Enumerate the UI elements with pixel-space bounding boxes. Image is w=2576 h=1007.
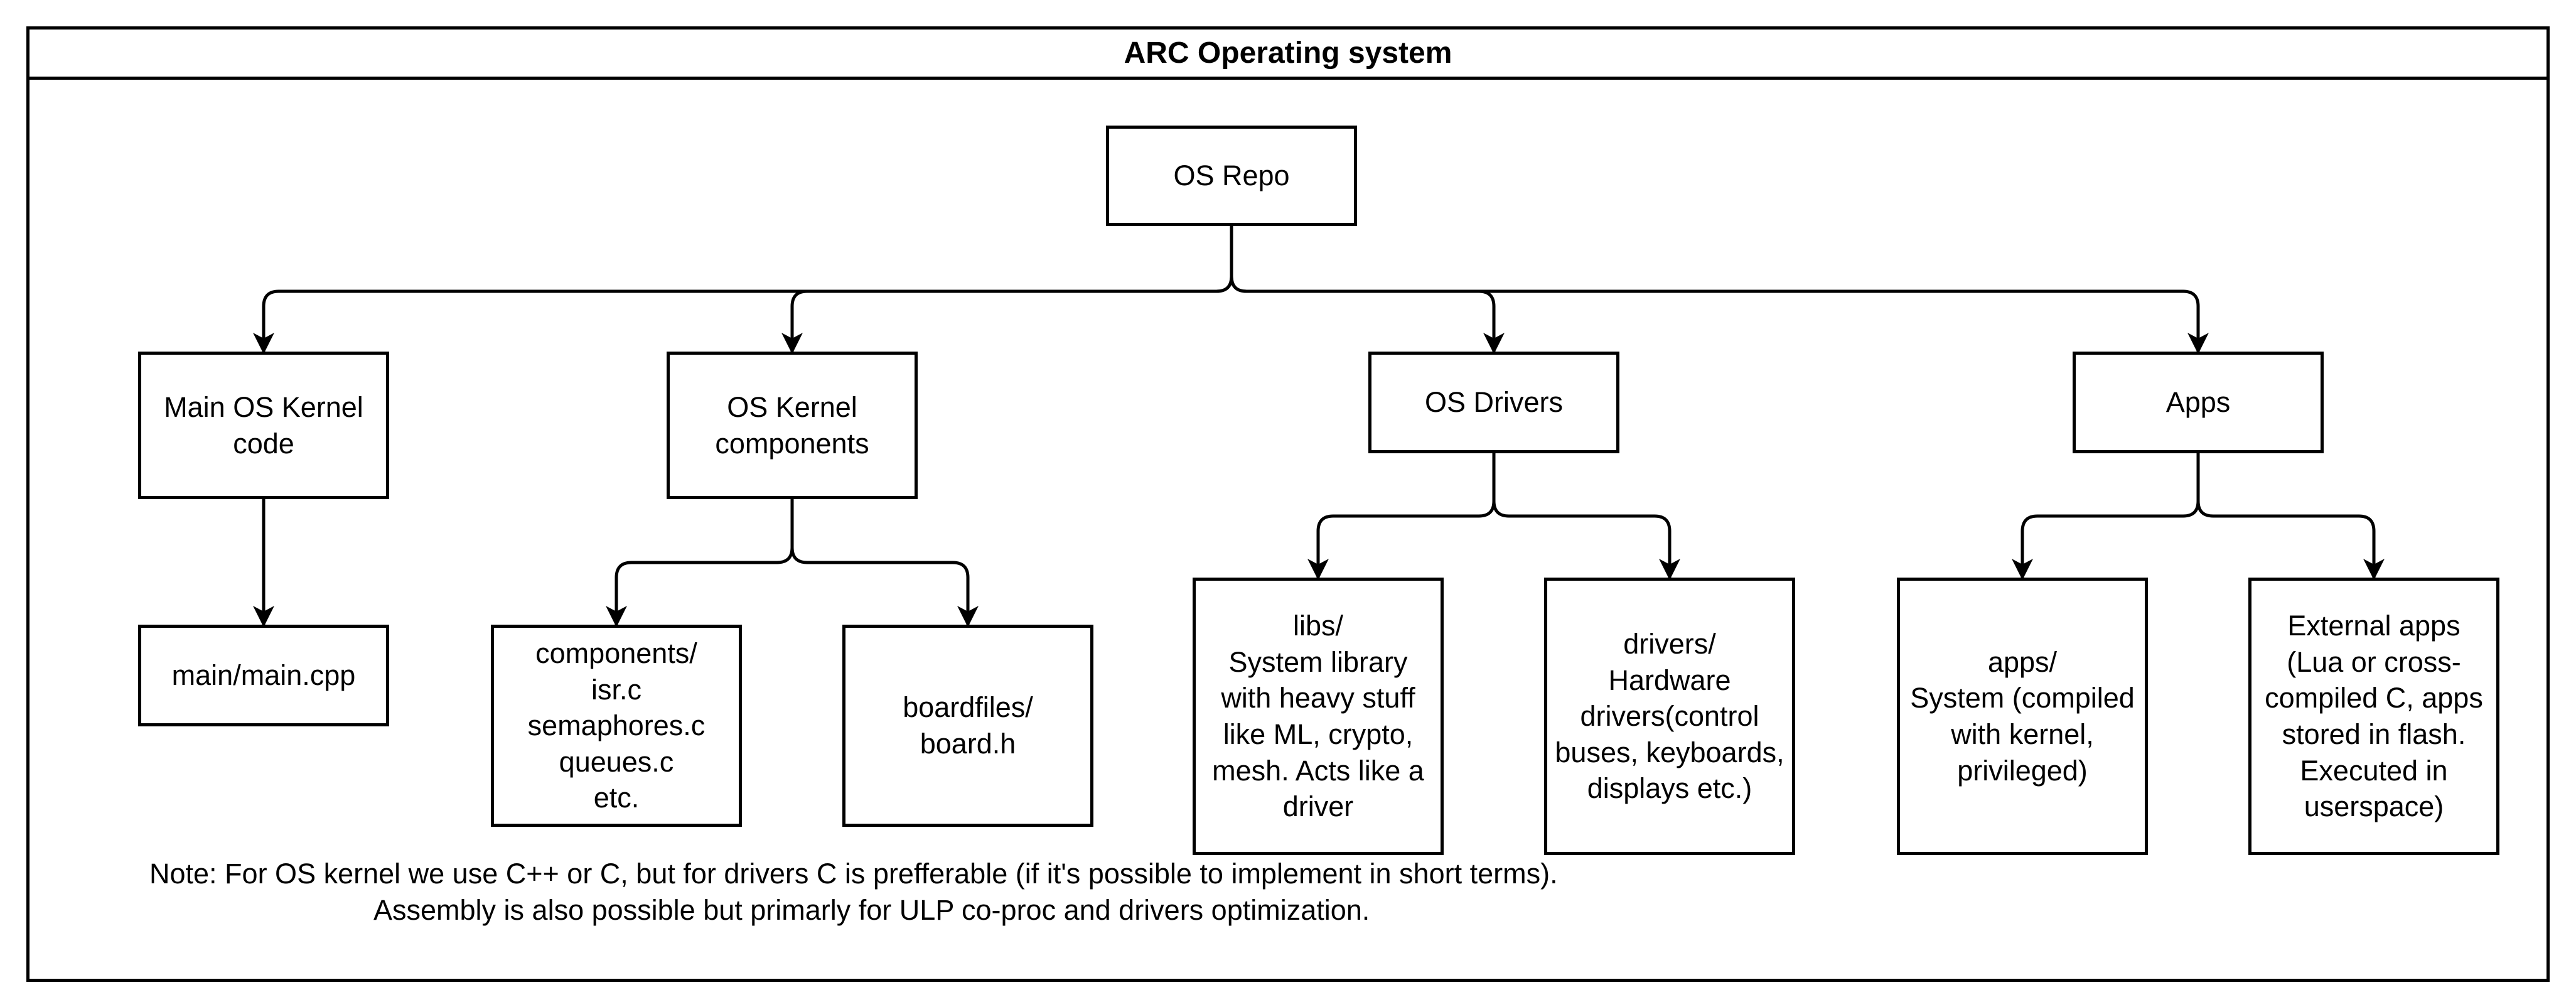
- edge-repo-to-apps: [1230, 226, 2209, 354]
- edge-repo-to-os-drivers: [1230, 226, 1505, 354]
- edge-repo-to-kernel-components: [781, 226, 1233, 354]
- node-components-files: components/ isr.c semaphores.c queues.c …: [491, 625, 742, 827]
- node-apps: Apps: [2073, 352, 2324, 453]
- node-drivers-dir: drivers/ Hardware drivers(control buses,…: [1544, 578, 1795, 855]
- edge-components-to-files: [606, 499, 794, 627]
- edge-apps-to-apps-system: [2012, 453, 2200, 580]
- note-line-1: Note: For OS kernel we use C++ or C, but…: [149, 858, 1558, 890]
- node-libs: libs/ System library with heavy stuff li…: [1193, 578, 1444, 855]
- node-main-cpp: main/main.cpp: [138, 625, 389, 726]
- node-os-drivers: OS Drivers: [1368, 352, 1619, 453]
- node-main-os-kernel: Main OS Kernel code: [138, 352, 389, 499]
- node-apps-system: apps/ System (compiled with kernel, priv…: [1897, 578, 2148, 855]
- edge-apps-to-external-apps: [2196, 453, 2385, 580]
- node-boardfiles: boardfiles/ board.h: [842, 625, 1093, 827]
- node-external-apps: External apps (Lua or cross- compiled C,…: [2248, 578, 2499, 855]
- note-line-2: Assembly is also possible but primarly f…: [373, 894, 1370, 926]
- node-os-repo: OS Repo: [1106, 126, 1357, 226]
- edge-repo-to-main-kernel: [253, 226, 1233, 354]
- edge-drivers-to-drivers-dir: [1492, 453, 1680, 580]
- node-os-kernel-components: OS Kernel components: [667, 352, 918, 499]
- edge-drivers-to-libs: [1307, 453, 1496, 580]
- diagram-frame: ARC Operating system: [26, 26, 2550, 982]
- diagram-title: ARC Operating system: [30, 30, 2546, 80]
- edge-components-to-boardfiles: [790, 499, 979, 627]
